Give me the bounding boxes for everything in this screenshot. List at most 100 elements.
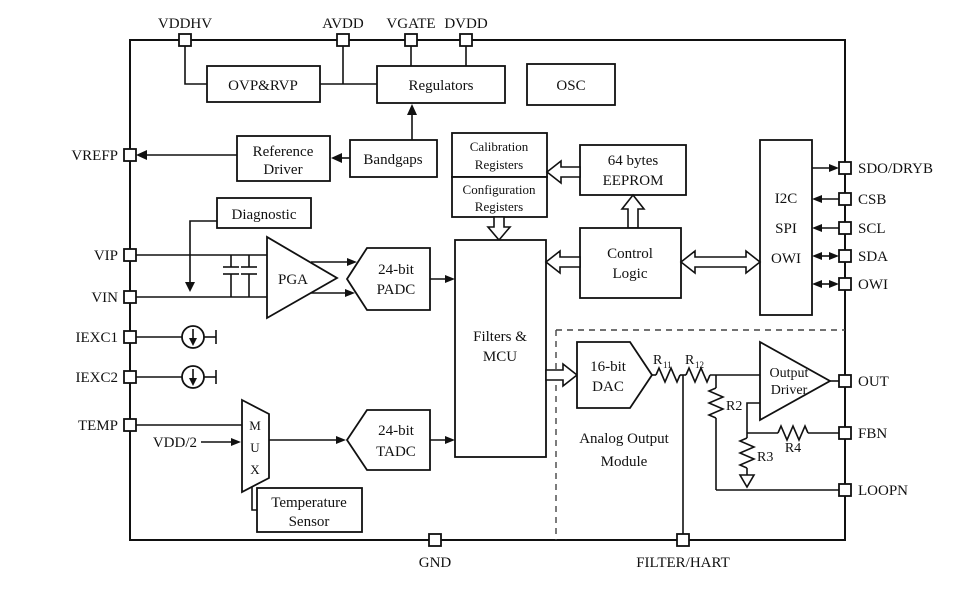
- block-label-line2: SPI: [775, 221, 797, 237]
- resistor-r4: R4: [777, 423, 809, 456]
- resistor-r12: R 12: [685, 353, 711, 385]
- pin-label: FILTER/HART: [636, 555, 730, 571]
- current-source-icon: [181, 325, 217, 349]
- pin-sda: SDA: [812, 249, 888, 265]
- block-label-line2: PADC: [377, 282, 416, 298]
- arrow-control-interface: [679, 249, 762, 275]
- pin-square: [404, 33, 418, 47]
- arrow-bandgaps-to-regulators: [407, 104, 417, 140]
- padc-shape: [345, 247, 431, 311]
- arrow-eeprom-to-registers: [545, 159, 581, 185]
- pin-iexc2: IEXC2: [76, 365, 217, 389]
- mux-shape: [241, 398, 270, 494]
- pin-label: OUT: [858, 374, 889, 390]
- current-source-icon: [181, 365, 217, 389]
- block-label-line1: Output: [770, 366, 809, 381]
- pin-label: GND: [419, 555, 452, 571]
- pin-square: [838, 221, 852, 235]
- pin-square: [676, 533, 690, 547]
- opamp-triangle: [759, 340, 832, 422]
- block-configuration-registers: Configuration Registers: [451, 176, 548, 218]
- arrowhead: [829, 164, 839, 172]
- r3-label: R3: [757, 450, 773, 465]
- block-label-line2: Driver: [771, 383, 808, 398]
- pin-csb: CSB: [812, 192, 886, 208]
- r12-subscript: 12: [695, 360, 704, 370]
- pin-square: [838, 374, 852, 388]
- arrowhead: [812, 224, 822, 232]
- block-label: Regulators: [409, 78, 474, 94]
- block-label-line1: 24-bit: [378, 262, 415, 278]
- block-control-logic: Control Logic: [579, 227, 682, 299]
- pin-temp: TEMP: [78, 418, 242, 434]
- tadc-shape: [345, 409, 431, 471]
- vdd-half-input: VDD/2: [153, 435, 241, 451]
- mux-letter-m: M: [249, 418, 261, 433]
- block-label-line2: Registers: [475, 157, 523, 172]
- arrow-control-to-eeprom: [620, 193, 646, 229]
- block-label-line2: Sensor: [289, 514, 330, 530]
- arrowhead: [812, 252, 822, 260]
- pin-label: SDA: [858, 249, 888, 265]
- arrow-control-to-mcu: [544, 249, 581, 275]
- pin-square: [123, 290, 137, 304]
- arrow-bandgaps-to-refdriver: [331, 153, 350, 163]
- pin-label: VGATE: [386, 16, 435, 32]
- arrow-padc-to-mcu: [430, 275, 455, 283]
- block-filters-mcu: Filters & MCU: [454, 239, 547, 458]
- block-mux: M U X: [241, 398, 270, 494]
- module-label-line2: Module: [601, 454, 648, 470]
- block-label-line2: Driver: [263, 162, 302, 178]
- block-interface: I2C SPI OWI: [759, 139, 813, 316]
- r2-label: R2: [726, 399, 742, 414]
- arrow-tadc-to-mcu: [430, 436, 455, 444]
- wire-opamp-feedback: [746, 402, 760, 433]
- wire: [184, 46, 207, 85]
- block-calibration-registers: Calibration Registers: [451, 132, 548, 178]
- block-padc: 24-bit PADC: [345, 247, 431, 311]
- input-capacitor-1: [223, 255, 239, 297]
- block-tadc: 24-bit TADC: [345, 409, 431, 471]
- pin-square: [838, 192, 852, 206]
- pin-gnd: GND: [419, 533, 452, 571]
- r12-label: R: [685, 353, 695, 368]
- pin-square: [459, 33, 473, 47]
- pin-vddhv: VDDHV: [158, 16, 212, 85]
- pin-label: LOOPN: [858, 483, 908, 499]
- block-regulators: Regulators: [376, 65, 506, 104]
- block-label-line2: MCU: [483, 349, 517, 365]
- block-eeprom: 64 bytes EEPROM: [579, 144, 687, 196]
- pin-iexc1: IEXC1: [76, 325, 217, 349]
- pin-label: FBN: [858, 426, 887, 442]
- block-label: PGA: [278, 272, 308, 288]
- pin-label: VIN: [91, 290, 118, 306]
- input-capacitor-2: [241, 255, 257, 297]
- mux-letter-u: U: [250, 440, 260, 455]
- block-label: OSC: [556, 78, 585, 94]
- pin-fbn: FBN: [838, 426, 887, 442]
- block-label-line1: 24-bit: [378, 423, 415, 439]
- block-label-line2: Logic: [613, 266, 648, 282]
- r11-label: R: [653, 353, 663, 368]
- pin-label: VIP: [94, 248, 118, 264]
- pin-avdd: AVDD: [322, 16, 364, 84]
- r4-label: R4: [785, 441, 801, 456]
- pin-square: [838, 426, 852, 440]
- pin-square: [336, 33, 350, 47]
- block-pga: PGA: [266, 235, 339, 320]
- dac-shape: [576, 341, 654, 409]
- block-label-line2: EEPROM: [603, 173, 664, 189]
- arrow-pga-to-padc-top: [311, 258, 357, 266]
- block-output-driver: Output Driver: [759, 340, 832, 422]
- arrowhead: [829, 280, 839, 288]
- wire-mux-tempsensor: [251, 487, 257, 511]
- block-label-line2: TADC: [376, 444, 416, 460]
- arrow-pga-to-padc-bottom: [311, 289, 355, 297]
- block-label-line1: Filters &: [473, 329, 527, 345]
- pin-scl: SCL: [812, 221, 886, 237]
- pin-square: [838, 161, 852, 175]
- pin-square: [123, 418, 137, 432]
- block-label-line3: OWI: [771, 251, 801, 267]
- mux-letter-x: X: [250, 462, 260, 477]
- block-label-line2: Registers: [475, 199, 523, 214]
